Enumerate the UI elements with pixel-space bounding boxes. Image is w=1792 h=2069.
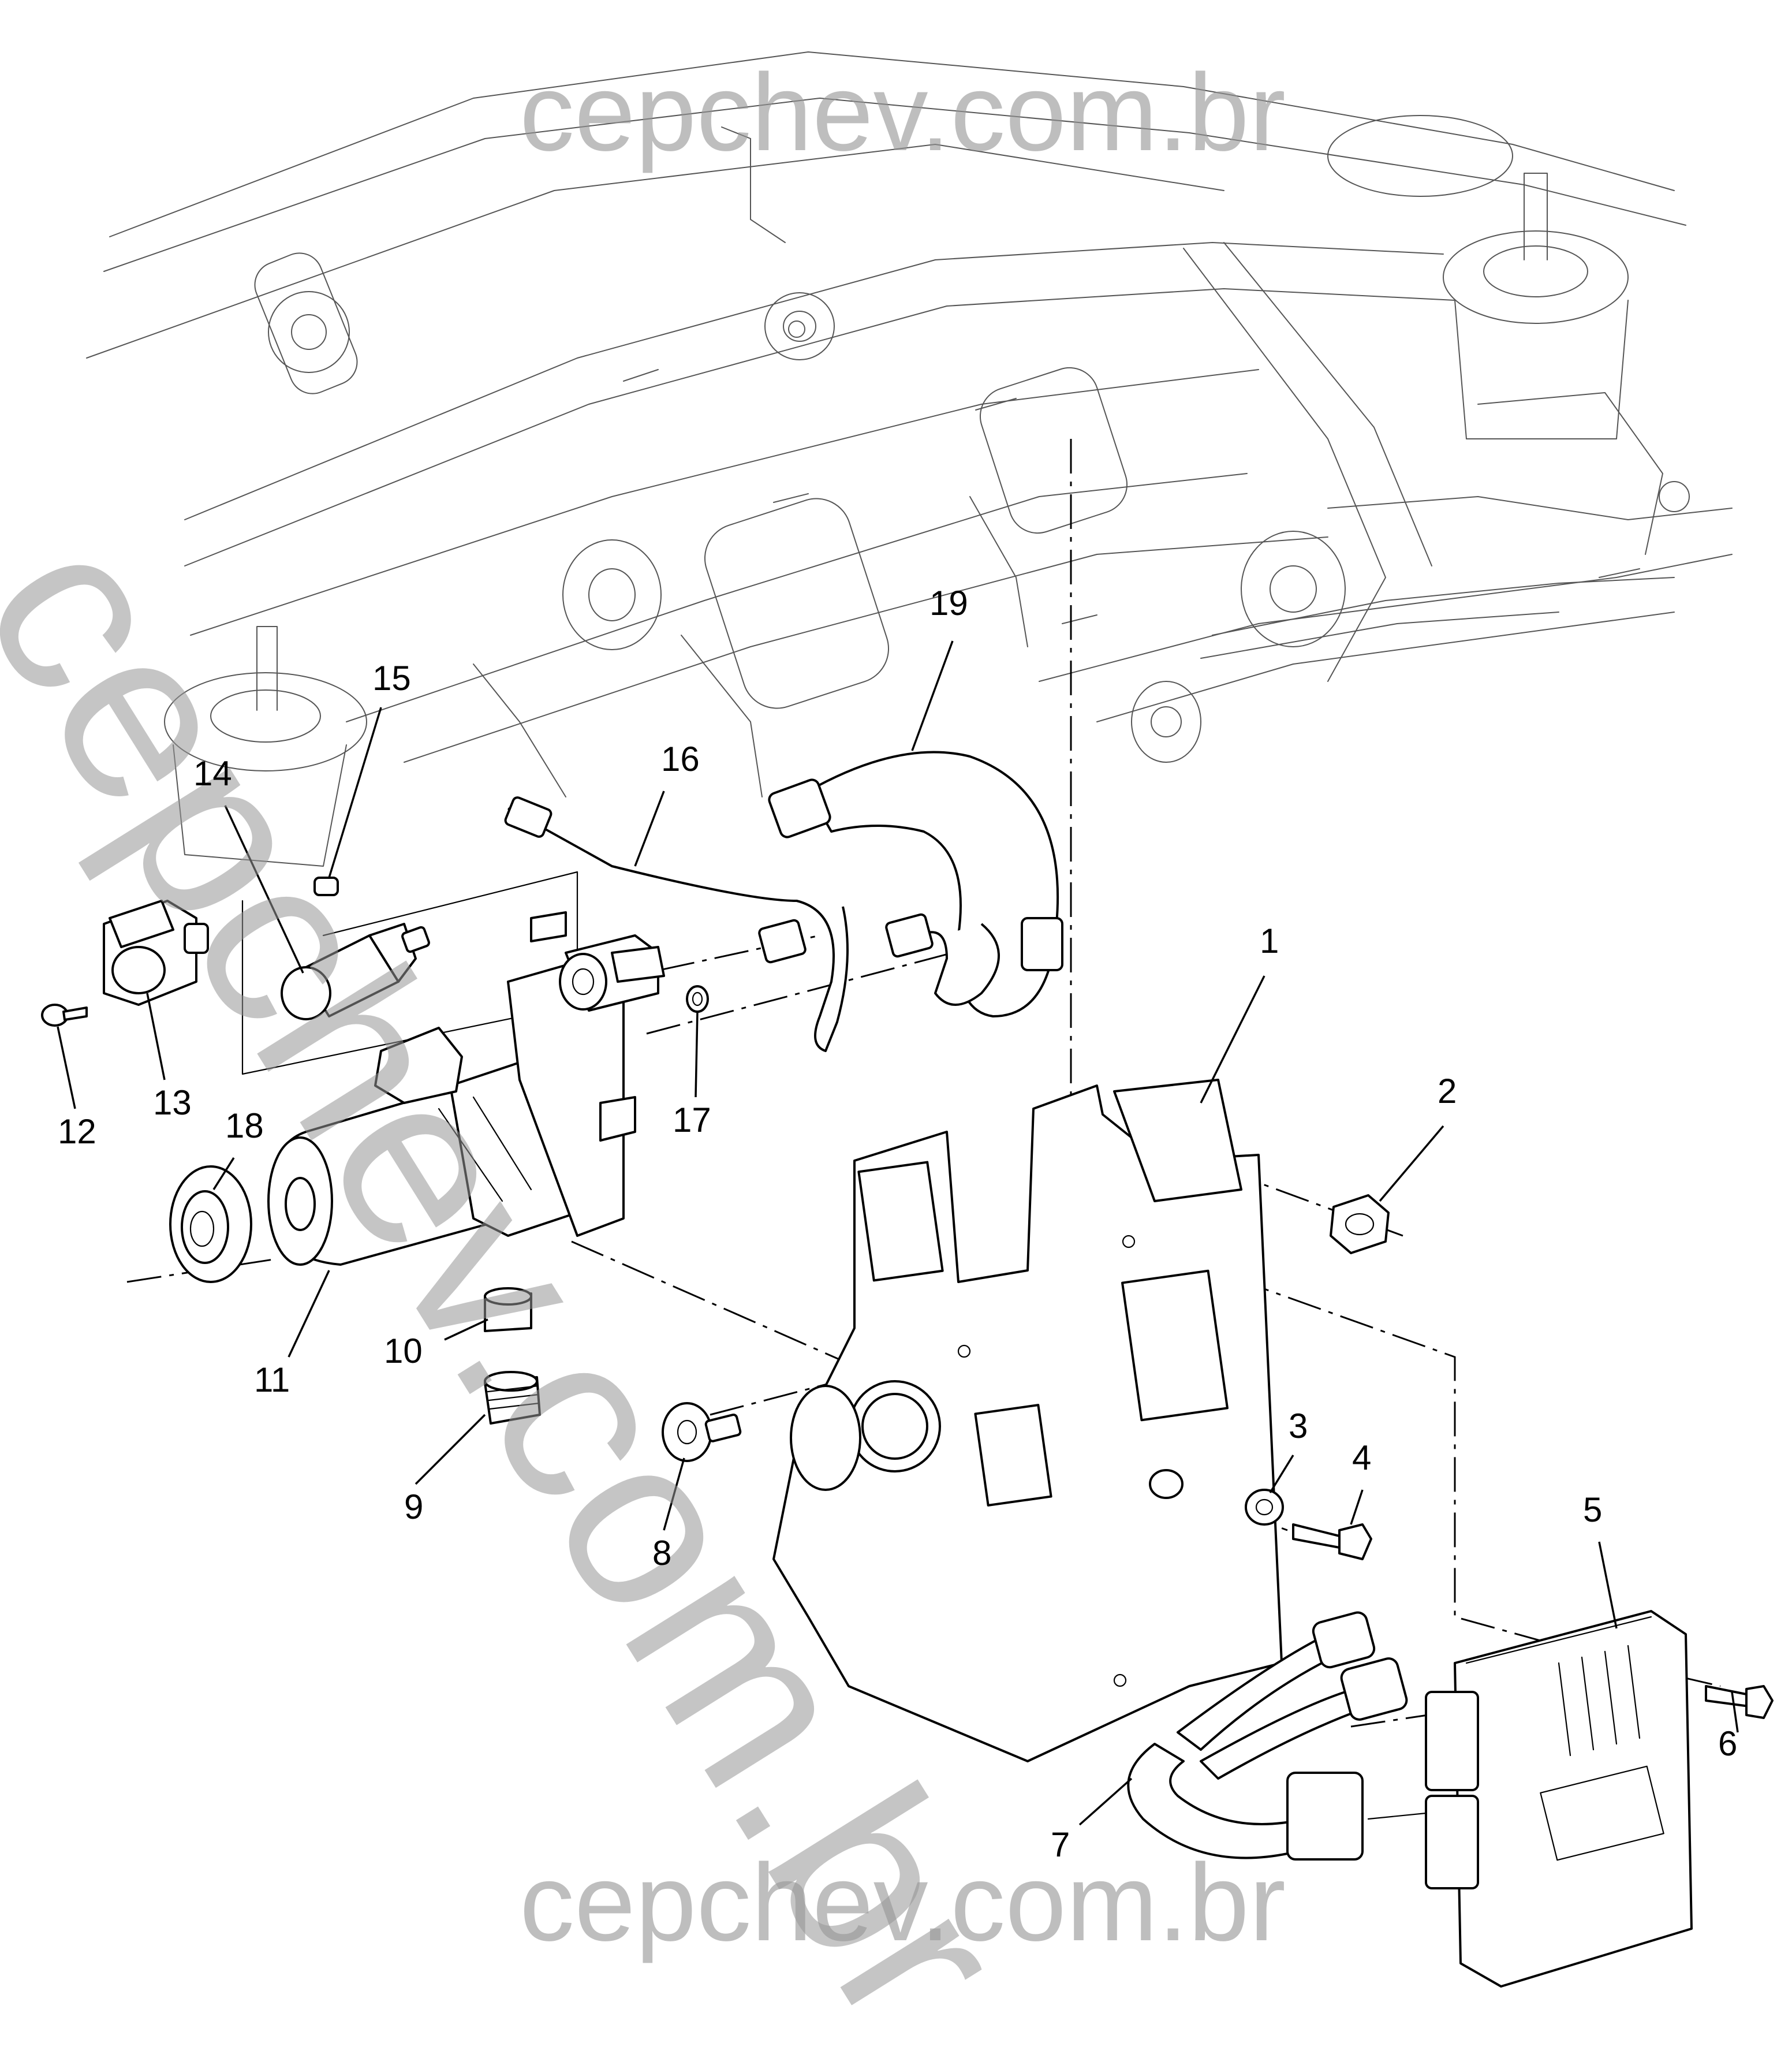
- callout-7: 7: [1051, 1825, 1070, 1864]
- callout-12: 12: [58, 1112, 96, 1151]
- subframe-background: [86, 51, 1733, 867]
- callout-4: 4: [1352, 1438, 1372, 1477]
- part-4-bolt: [1292, 1523, 1372, 1560]
- callout-6: 6: [1718, 1724, 1738, 1763]
- callout-5: 5: [1583, 1490, 1603, 1529]
- callout-10: 10: [384, 1332, 423, 1370]
- watermark-top: cepchev.com.br: [520, 51, 1286, 174]
- part-2-nut: [1330, 1194, 1390, 1254]
- callout-2: 2: [1438, 1072, 1457, 1110]
- part-15-fitting: [313, 877, 339, 896]
- callout-14: 14: [193, 754, 232, 793]
- callout-16: 16: [661, 740, 700, 778]
- callout-9: 9: [404, 1488, 424, 1526]
- part-11-pump-motor: [267, 911, 665, 1266]
- part-5-control-module: [1425, 1610, 1693, 1988]
- callout-17: 17: [673, 1101, 711, 1139]
- part-10-bushing: [484, 1287, 532, 1332]
- part-7-harness: [1127, 1611, 1427, 1861]
- callout-3: 3: [1289, 1407, 1308, 1445]
- part-14-sensor: [281, 923, 430, 1020]
- part-17-o-ring: [686, 985, 709, 1013]
- exploded-parts-diagram: cepchev.com.br cepchev.com.br cepchev.co…: [0, 51, 1774, 2069]
- watermark-bottom: cepchev.com.br: [520, 1841, 1286, 1964]
- part-3-nut: [1245, 1489, 1284, 1526]
- part-18-seal: [169, 1165, 252, 1283]
- part-1-bracket: [772, 1079, 1283, 1762]
- callout-11: 11: [254, 1360, 290, 1399]
- part-19-hose: [768, 751, 1063, 1017]
- diagram-drawing: [41, 51, 1774, 1988]
- callout-15: 15: [372, 659, 411, 698]
- part-16-line: [504, 796, 1000, 1052]
- part-12-screw: [41, 1004, 88, 1027]
- part-13-clip: [103, 900, 209, 1006]
- callout-1: 1: [1260, 922, 1279, 960]
- part-9-cap: [484, 1371, 541, 1425]
- part-6-bolt: [1705, 1685, 1774, 1719]
- callout-8: 8: [652, 1534, 672, 1572]
- part-8-fitting: [662, 1402, 742, 1462]
- callout-19: 19: [929, 584, 968, 622]
- callout-13: 13: [153, 1083, 192, 1122]
- leader-lines: [57, 640, 1739, 1826]
- callout-18: 18: [225, 1106, 264, 1145]
